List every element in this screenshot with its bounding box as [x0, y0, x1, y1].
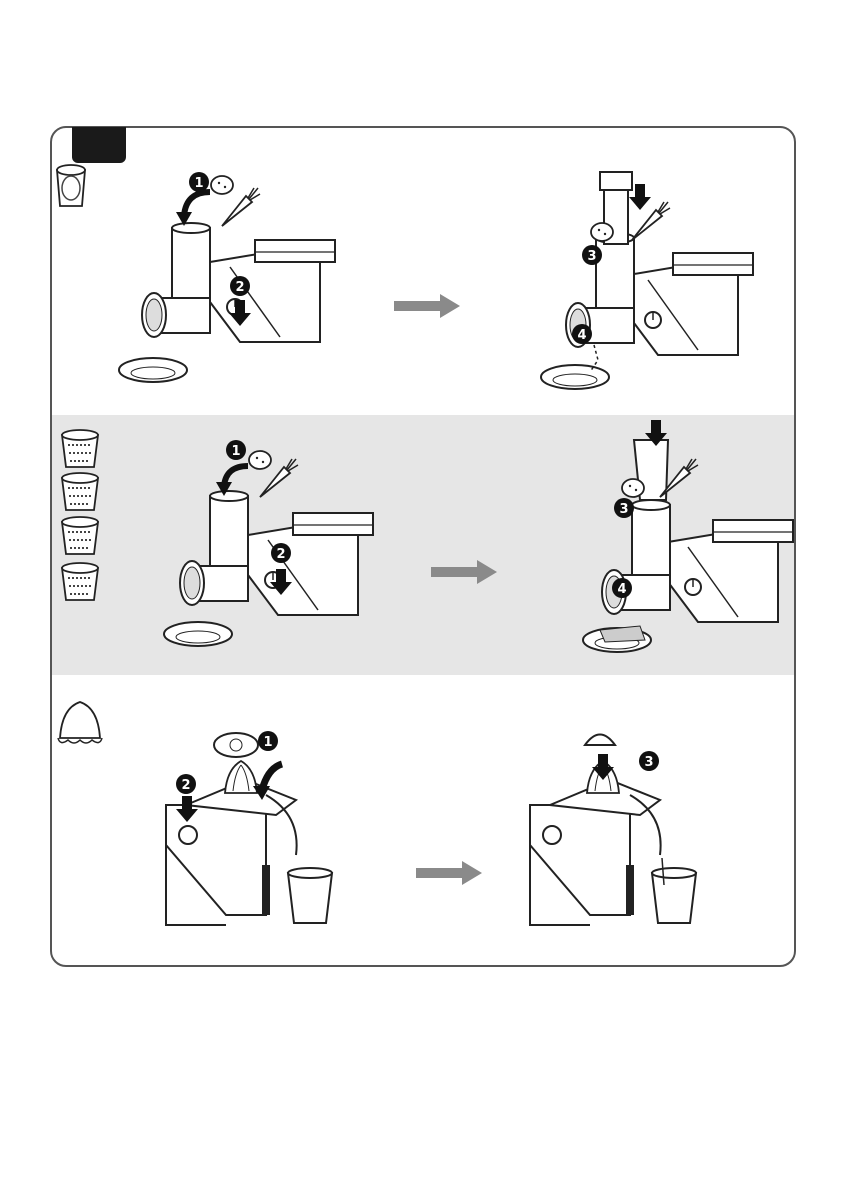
svg-text:1: 1 [231, 444, 240, 459]
step-marker-3: 3 [614, 498, 634, 518]
step-marker-4: 4 [572, 324, 592, 344]
fine-grater-icon [62, 517, 98, 554]
step-marker-1: 1 [258, 731, 278, 751]
step-marker-2: 2 [176, 774, 196, 794]
svg-text:4: 4 [577, 328, 586, 343]
step-marker-4: 4 [612, 578, 632, 598]
grater-step-b-illustration [583, 420, 793, 652]
crinkle-grater-icon [62, 563, 98, 600]
next-arrow [394, 294, 460, 318]
svg-text:1: 1 [263, 735, 272, 750]
step-marker-2: 2 [271, 543, 291, 563]
next-arrow [431, 560, 497, 584]
next-arrow [416, 861, 482, 885]
step-marker-2: 2 [230, 276, 250, 296]
grater-step-a-illustration [164, 451, 373, 646]
svg-text:4: 4 [617, 582, 626, 597]
svg-text:2: 2 [276, 547, 285, 562]
svg-text:3: 3 [587, 249, 596, 264]
svg-text:3: 3 [644, 755, 653, 770]
svg-text:1: 1 [194, 176, 203, 191]
svg-text:2: 2 [181, 778, 190, 793]
slicer-step-b-illustration [541, 172, 753, 389]
step-marker-3: 3 [639, 751, 659, 771]
svg-text:2: 2 [235, 280, 244, 295]
step-marker-1: 1 [226, 440, 246, 460]
juicer-step-b-illustration [530, 735, 696, 926]
juicer-step-a-illustration [166, 733, 332, 925]
coarse-grater-icon [62, 430, 98, 467]
medium-grater-icon [62, 473, 98, 510]
step-marker-3: 3 [582, 245, 602, 265]
citrus-cone-icon [58, 702, 102, 743]
slicer-drum-icon [57, 165, 85, 206]
slicer-step-a-illustration [119, 176, 335, 382]
step-marker-1: 1 [189, 172, 209, 192]
svg-text:3: 3 [619, 502, 628, 517]
